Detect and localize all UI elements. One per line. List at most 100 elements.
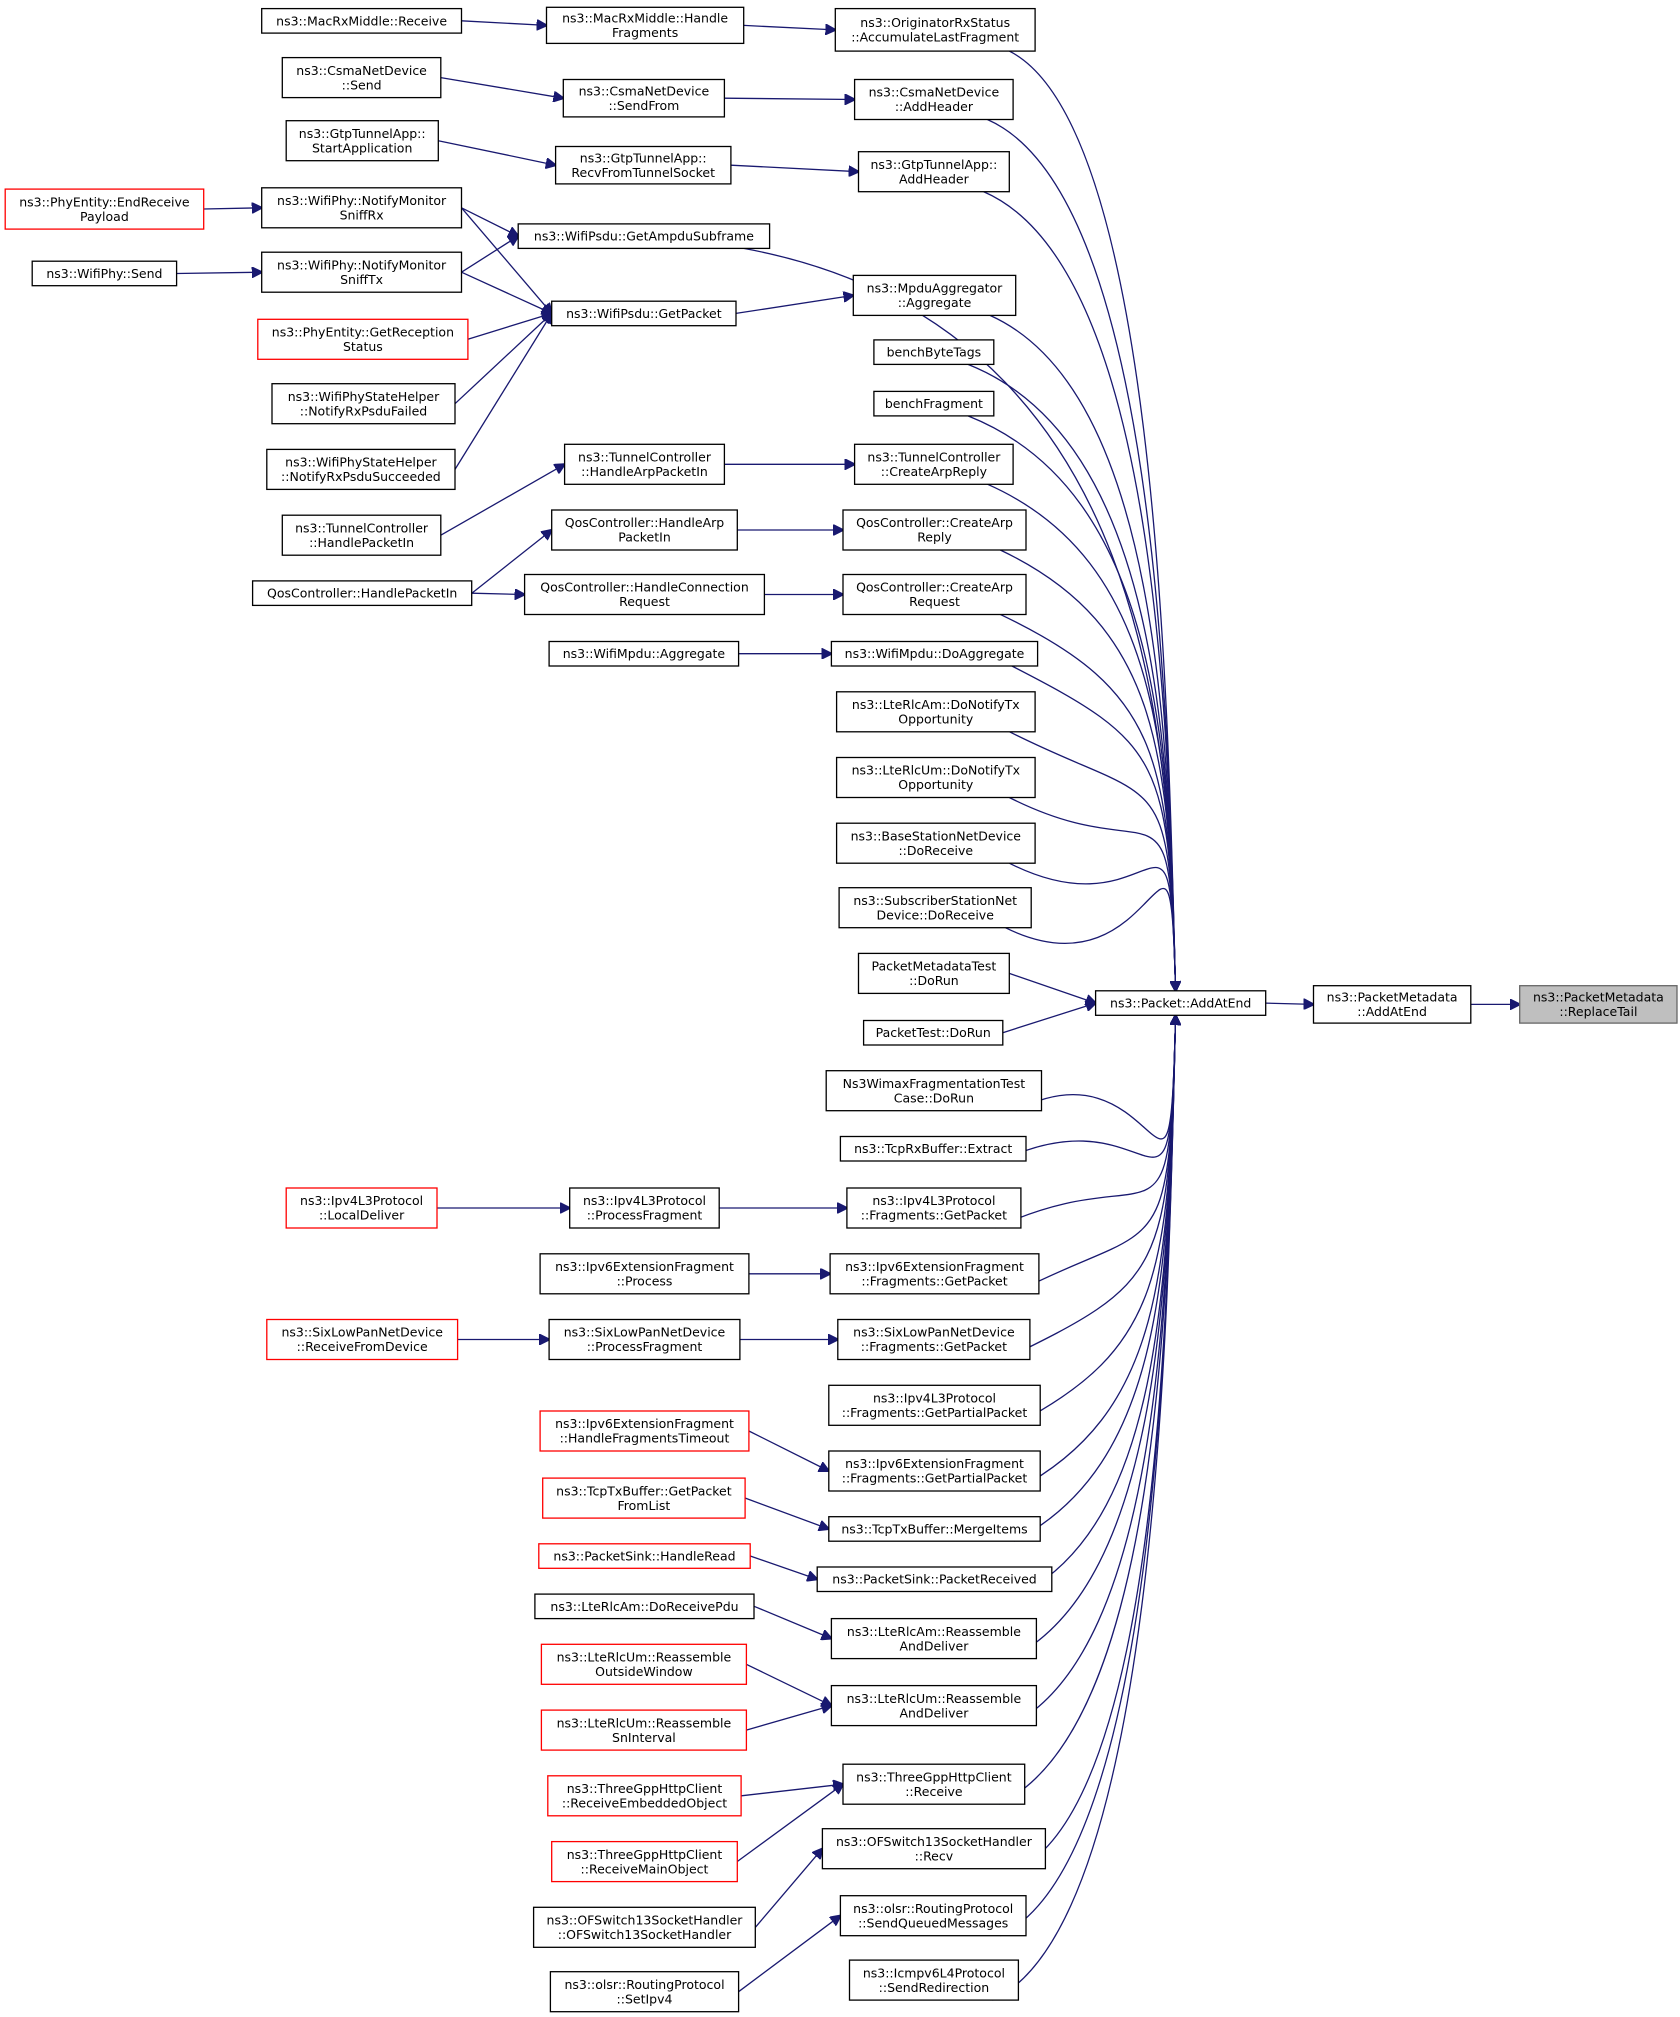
node-box [532, 1906, 756, 1948]
call-edge [471, 530, 552, 594]
function-node-ipv6_process[interactable]: ns3::Ipv6ExtensionFragment::Process [539, 1253, 750, 1295]
call-edge [1265, 1003, 1314, 1004]
function-node-qos_handlepacketin[interactable]: QosController::HandlePacketIn [251, 580, 473, 607]
function-node-macrx_receive[interactable]: ns3::MacRxMiddle::Receive [261, 7, 463, 34]
function-node-rlcam_receivepdu[interactable]: ns3::LteRlcAm::DoReceivePdu [534, 1593, 755, 1620]
node-label: Device::DoReceive [877, 907, 995, 922]
function-node-olsr_sendqueued[interactable]: ns3::olsr::RoutingProtocol::SendQueuedMe… [839, 1895, 1027, 1937]
function-node-csma_send[interactable]: ns3::CsmaNetDevice::Send [281, 56, 442, 99]
function-node-ampdu_subframe[interactable]: ns3::WifiPsdu::GetAmpduSubframe [517, 223, 771, 250]
function-node-wifiphy_send[interactable]: ns3::WifiPhy::Send [31, 260, 178, 287]
function-node-sink_handleread[interactable]: ns3::PacketSink::HandleRead [538, 1543, 751, 1569]
function-node-tc_handlearp[interactable]: ns3::TunnelController::HandleArpPacketIn [563, 443, 726, 485]
function-node-bs_doreceive[interactable]: ns3::BaseStationNetDevice::DoReceive [835, 822, 1036, 864]
function-node-packet_addatend[interactable]: ns3::Packet::AddAtEnd [1094, 990, 1267, 1016]
function-node-ipv6_timeout[interactable]: ns3::Ipv6ExtensionFragment::HandleFragme… [539, 1410, 750, 1452]
node-label: ns3::WifiPhy::Send [46, 266, 162, 281]
function-node-qos_handlearp[interactable]: QosController::HandleArpPacketIn [551, 509, 738, 551]
call-edge [1019, 1015, 1176, 1870]
call-edge [730, 164, 859, 172]
node-box [830, 1617, 1038, 1660]
function-node-ipv4_partial[interactable]: ns3::Ipv4L3Protocol::Fragments::GetParti… [828, 1384, 1041, 1426]
function-node-pmtest_dorun[interactable]: PacketMetadataTest::DoRun [857, 952, 1010, 995]
function-node-qos_createarpreply[interactable]: QosController::CreateArpReply [842, 509, 1027, 551]
node-box [523, 573, 766, 616]
function-node-gtp_start[interactable]: ns3::GtpTunnelApp::StartApplication [285, 120, 439, 162]
call-edge [741, 1784, 843, 1797]
node-box [1094, 990, 1267, 1016]
node-label: Opportunity [898, 777, 974, 792]
function-node-bench_fragment[interactable]: benchFragment [873, 390, 995, 417]
function-node-icmpv6_redirect[interactable]: ns3::Icmpv6L4Protocol::SendRedirection [848, 1959, 1020, 2001]
function-node-ipv4_frag_getpacket[interactable]: ns3::Ipv4L3Protocol::Fragments::GetPacke… [846, 1187, 1022, 1229]
function-node-ipv4_processfrag[interactable]: ns3::Ipv4L3Protocol::ProcessFragment [569, 1187, 720, 1229]
function-node-replacetail[interactable]: ns3::PacketMetadata::ReplaceTail [1519, 985, 1678, 1024]
function-node-csma_addheader[interactable]: ns3::CsmaNetDevice::AddHeader [853, 78, 1014, 121]
call-edge [440, 464, 565, 536]
node-box [266, 448, 456, 491]
function-node-tc_handlepacketin[interactable]: ns3::TunnelController::HandlePacketIn [281, 514, 442, 556]
node-label: ns3::WifiPhy::NotifyMonitor [277, 193, 447, 208]
node-box [853, 443, 1014, 485]
function-node-tc_createarp[interactable]: ns3::TunnelController::CreateArpReply [853, 443, 1014, 485]
node-box [261, 251, 463, 293]
function-node-olsr_setipv4[interactable]: ns3::olsr::RoutingProtocol::SetIpv4 [549, 1971, 740, 2013]
node-box [549, 1971, 740, 2013]
node-label: ns3::BaseStationNetDevice [851, 828, 1022, 843]
node-label: ns3::OriginatorRxStatus [860, 15, 1010, 30]
function-node-sixlow_frag_getpacket[interactable]: ns3::SixLowPanNetDevice::Fragments::GetP… [837, 1318, 1031, 1361]
function-node-mpdu_doaggregate[interactable]: ns3::WifiMpdu::DoAggregate [830, 640, 1039, 667]
function-node-http_mainobject[interactable]: ns3::ThreeGppHttpClient::ReceiveMainObje… [551, 1840, 738, 1883]
function-node-ipv6_frag_getpacket[interactable]: ns3::Ipv6ExtensionFragment::Fragments::G… [829, 1253, 1040, 1295]
function-node-gtp_addheader[interactable]: ns3::GtpTunnelApp::AddHeader [857, 151, 1010, 193]
function-node-ofs_handler[interactable]: ns3::OFSwitch13SocketHandler::OFSwitch13… [532, 1906, 756, 1948]
function-node-originator[interactable]: ns3::OriginatorRxStatus::AccumulateLastF… [834, 7, 1036, 52]
function-node-ipv6_partial[interactable]: ns3::Ipv6ExtensionFragment::Fragments::G… [828, 1450, 1041, 1492]
function-node-csma_sendfrom[interactable]: ns3::CsmaNetDevice::SendFrom [562, 78, 726, 118]
function-node-sixlow_processfrag[interactable]: ns3::SixLowPanNetDevice::ProcessFragment [548, 1318, 741, 1361]
function-node-ptest_dorun[interactable]: PacketTest::DoRun [862, 1019, 1004, 1046]
function-node-gtp_recv[interactable]: ns3::GtpTunnelApp::RecvFromTunnelSocket [554, 145, 732, 185]
function-node-mpdu_aggregate2[interactable]: ns3::WifiMpdu::Aggregate [548, 640, 740, 667]
node-label: ns3::PacketMetadata [1533, 990, 1664, 1005]
function-node-statehelper_succeeded[interactable]: ns3::WifiPhyStateHelper::NotifyRxPsduSuc… [266, 448, 456, 491]
node-label: ::OFSwitch13SocketHandler [558, 1927, 732, 1942]
function-node-macrx_handle[interactable]: ns3::MacRxMiddle::HandleFragments [545, 6, 745, 45]
node-label: Request [909, 594, 960, 609]
node-label: ::Fragments::GetPartialPacket [842, 1405, 1028, 1420]
function-node-pm_addatend[interactable]: ns3::PacketMetadata::AddAtEnd [1312, 985, 1472, 1024]
node-box [4, 188, 205, 230]
function-node-http_embedded[interactable]: ns3::ThreeGppHttpClient::ReceiveEmbedded… [547, 1775, 742, 1817]
function-node-mpdu_aggregate[interactable]: ns3::MpduAggregator::Aggregate [852, 274, 1017, 317]
function-node-tcptx_merge[interactable]: ns3::TcpTxBuffer::MergeItems [828, 1516, 1041, 1542]
node-box [857, 151, 1010, 193]
function-node-http_receive[interactable]: ns3::ThreeGppHttpClient::Receive [842, 1763, 1026, 1805]
function-node-bench_bytetags[interactable]: benchByteTags [873, 339, 995, 366]
function-node-tcprx_extract[interactable]: ns3::TcpRxBuffer::Extract [839, 1135, 1027, 1162]
node-label: ::ReceiveEmbeddedObject [562, 1796, 727, 1811]
function-node-statehelper_failed[interactable]: ns3::WifiPhyStateHelper::NotifyRxPsduFai… [271, 383, 456, 425]
function-node-sink_received[interactable]: ns3::PacketSink::PacketReceived [816, 1566, 1053, 1593]
function-node-psdu_getpacket[interactable]: ns3::WifiPsdu::GetPacket [551, 300, 737, 327]
node-label: ::Fragments::GetPacket [861, 1339, 1007, 1354]
function-node-sixlow_receive[interactable]: ns3::SixLowPanNetDevice::ReceiveFromDevi… [266, 1318, 459, 1361]
node-layer: ns3::PacketMetadata::ReplaceTailns3::Pac… [4, 6, 1678, 2013]
function-node-ss_doreceive[interactable]: ns3::SubscriberStationNetDevice::DoRecei… [838, 887, 1032, 929]
node-box [816, 1566, 1053, 1593]
function-node-ipv4_localdeliver[interactable]: ns3::Ipv4L3Protocol::LocalDeliver [285, 1187, 438, 1229]
function-node-ofs_recv[interactable]: ns3::OFSwitch13SocketHandler::Recv [821, 1828, 1047, 1870]
